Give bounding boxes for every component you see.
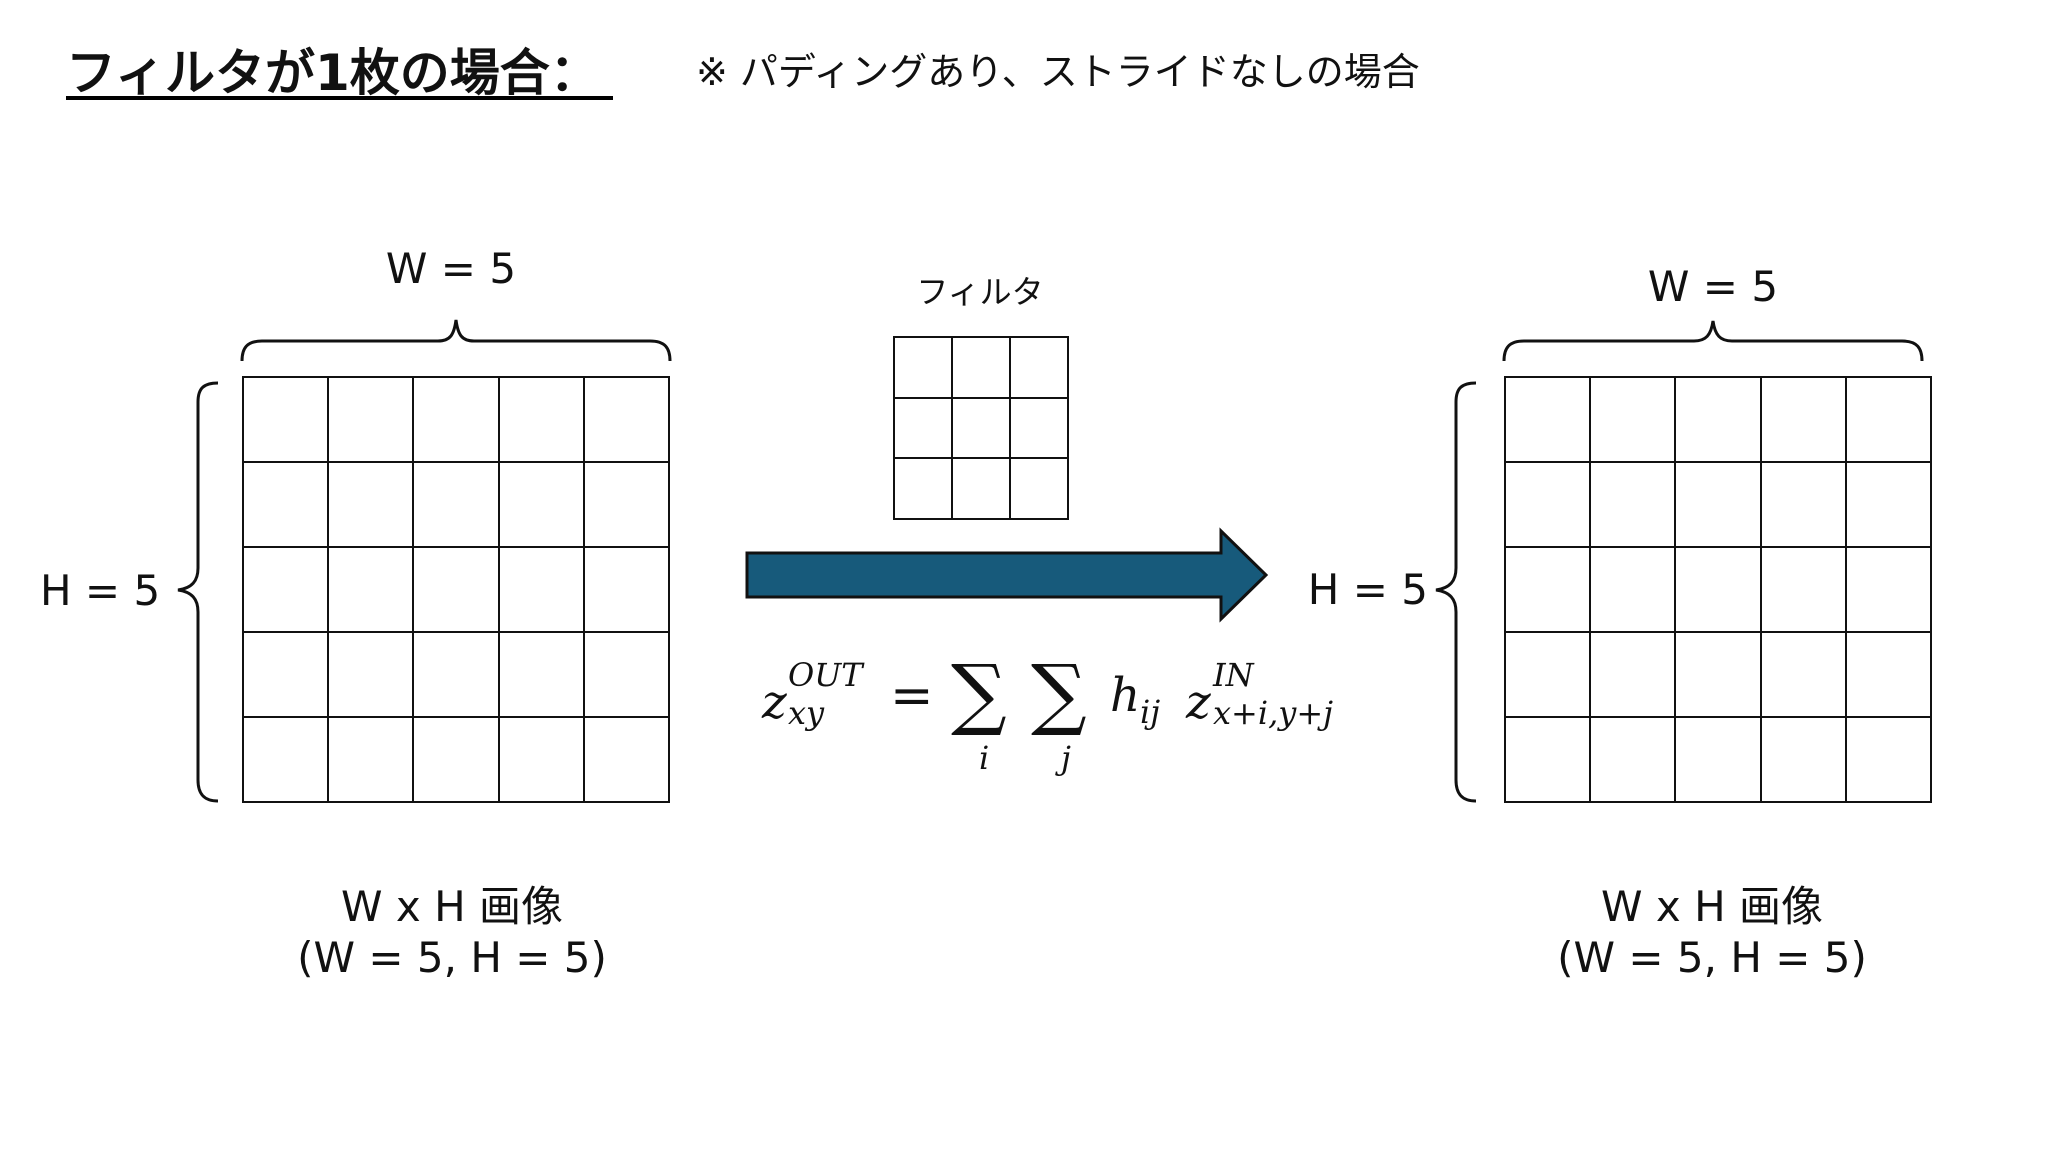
grid-cell (1506, 378, 1592, 463)
formula-equals: = (890, 666, 934, 726)
formula-z-in-subscript: x+i,y+j (1213, 694, 1334, 732)
title-underline (66, 96, 613, 100)
filter-cell (953, 398, 1011, 460)
page-title: フィルタが1枚の場合： (66, 44, 600, 102)
grid-cell (244, 718, 330, 803)
formula-sum-j-index: j (1061, 739, 1071, 777)
right-caption-line-1: W x H 画像 (1600, 882, 1824, 931)
grid-cell (329, 548, 415, 633)
grid-cell (584, 378, 670, 463)
grid-cell (1846, 463, 1932, 548)
grid-cell (1591, 718, 1677, 803)
grid-cell (1846, 718, 1932, 803)
grid-cell (1846, 633, 1932, 718)
grid-cell (414, 463, 500, 548)
grid-cell (1761, 633, 1847, 718)
grid-cell (1506, 718, 1592, 803)
right-output-grid (1504, 376, 1932, 803)
grid-cell (244, 463, 330, 548)
left-caption-line-2: (W = 5, H = 5) (297, 933, 607, 982)
grid-cell (1591, 633, 1677, 718)
convolution-formula: z OUT xy = ∑ i ∑ j h ij z IN x+i,y+j (760, 650, 1370, 780)
grid-cell (1676, 463, 1762, 548)
padding-stride-note: ※ パディングあり、ストライドなしの場合 (696, 50, 1420, 94)
filter-cell (895, 459, 953, 520)
grid-cell (1761, 378, 1847, 463)
grid-cell (584, 633, 670, 718)
grid-cell (499, 463, 585, 548)
grid-cell (414, 378, 500, 463)
left-height-brace (177, 381, 219, 803)
grid-cell (1506, 548, 1592, 633)
grid-cell (329, 463, 415, 548)
formula-h-subscript: ij (1140, 693, 1161, 731)
grid-cell (499, 548, 585, 633)
grid-cell (1846, 548, 1932, 633)
grid-cell (329, 633, 415, 718)
formula-z-out-superscript: OUT (788, 656, 863, 694)
grid-cell (414, 718, 500, 803)
grid-cell (414, 548, 500, 633)
filter-cell (895, 338, 953, 399)
grid-cell (244, 633, 330, 718)
formula-z-in-superscript: IN (1213, 656, 1254, 694)
grid-cell (1676, 718, 1762, 803)
grid-cell (1761, 718, 1847, 803)
grid-cell (1591, 463, 1677, 548)
grid-cell (584, 463, 670, 548)
filter-cell (953, 459, 1011, 520)
grid-cell (1676, 378, 1762, 463)
grid-cell (1506, 633, 1592, 718)
formula-h: h (1110, 668, 1141, 723)
formula-z-in: z (1186, 675, 1211, 730)
grid-cell (499, 718, 585, 803)
grid-cell (1591, 548, 1677, 633)
left-width-brace (240, 319, 672, 362)
formula-sum-i: ∑ (951, 649, 1007, 739)
left-width-label: W = 5 (385, 244, 517, 293)
filter-label: フィルタ (916, 273, 1044, 311)
formula-z-out: z (762, 675, 787, 730)
formula-sum-j: ∑ (1031, 649, 1087, 739)
filter-cell (953, 338, 1011, 399)
grid-cell (1676, 548, 1762, 633)
right-width-brace (1502, 320, 1924, 362)
grid-cell (1761, 548, 1847, 633)
grid-cell (499, 633, 585, 718)
filter-cell (1011, 459, 1069, 520)
formula-sum-i-index: i (979, 739, 990, 777)
formula-z-out-subscript: xy (788, 694, 825, 732)
grid-cell (244, 378, 330, 463)
grid-cell (584, 548, 670, 633)
grid-cell (1506, 463, 1592, 548)
filter-cell (1011, 398, 1069, 460)
right-height-brace (1435, 381, 1477, 803)
left-height-label: H = 5 (40, 566, 161, 615)
filter-cell (1011, 338, 1069, 399)
grid-cell (499, 378, 585, 463)
convolution-arrow (745, 527, 1269, 623)
right-caption-line-2: (W = 5, H = 5) (1557, 933, 1867, 982)
grid-cell (329, 378, 415, 463)
filter-grid (893, 336, 1069, 520)
left-caption-line-1: W x H 画像 (340, 882, 564, 931)
grid-cell (584, 718, 670, 803)
grid-cell (1676, 633, 1762, 718)
grid-cell (329, 718, 415, 803)
grid-cell (1846, 378, 1932, 463)
right-width-label: W = 5 (1647, 262, 1779, 311)
grid-cell (1761, 463, 1847, 548)
grid-cell (1591, 378, 1677, 463)
filter-cell (895, 398, 953, 460)
left-input-grid (242, 376, 670, 803)
grid-cell (414, 633, 500, 718)
right-height-label: H = 5 (1307, 565, 1428, 614)
grid-cell (244, 548, 330, 633)
